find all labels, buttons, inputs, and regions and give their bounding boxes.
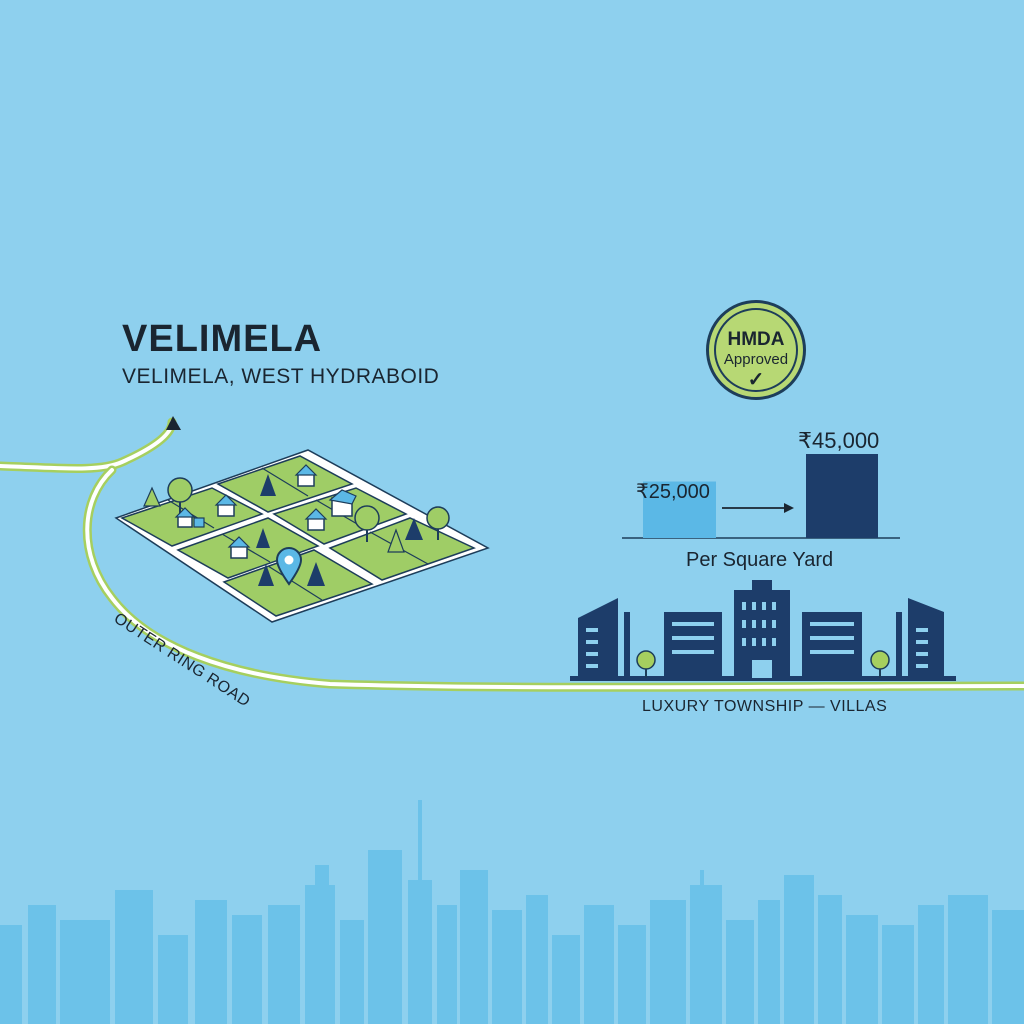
township-label: LUXURY TOWNSHIP — VILLAS: [642, 698, 888, 715]
badge-title: HMDA: [727, 329, 785, 350]
arrow-right-icon: [722, 503, 794, 513]
tree-icon: [636, 650, 890, 678]
check-icon: ✓: [747, 369, 765, 391]
price-unit-label: Per Square Yard: [686, 549, 834, 571]
price-bar-before: [643, 481, 716, 538]
price-before-label: ₹25,000: [636, 481, 710, 503]
price-after-label: ₹45,000: [798, 428, 880, 453]
location-title: VELIMELA: [122, 318, 323, 360]
badge-subtitle: Approved: [723, 351, 789, 368]
tree-icon: [167, 477, 450, 542]
location-pin-icon: [275, 547, 303, 586]
pine-tree-icon: [256, 474, 423, 586]
price-bar-after: [806, 454, 878, 538]
location-subtitle: VELIMELA, WEST HYDRABOID: [122, 365, 440, 388]
hmda-approved-badge: HMDA Approved ✓: [706, 300, 806, 400]
